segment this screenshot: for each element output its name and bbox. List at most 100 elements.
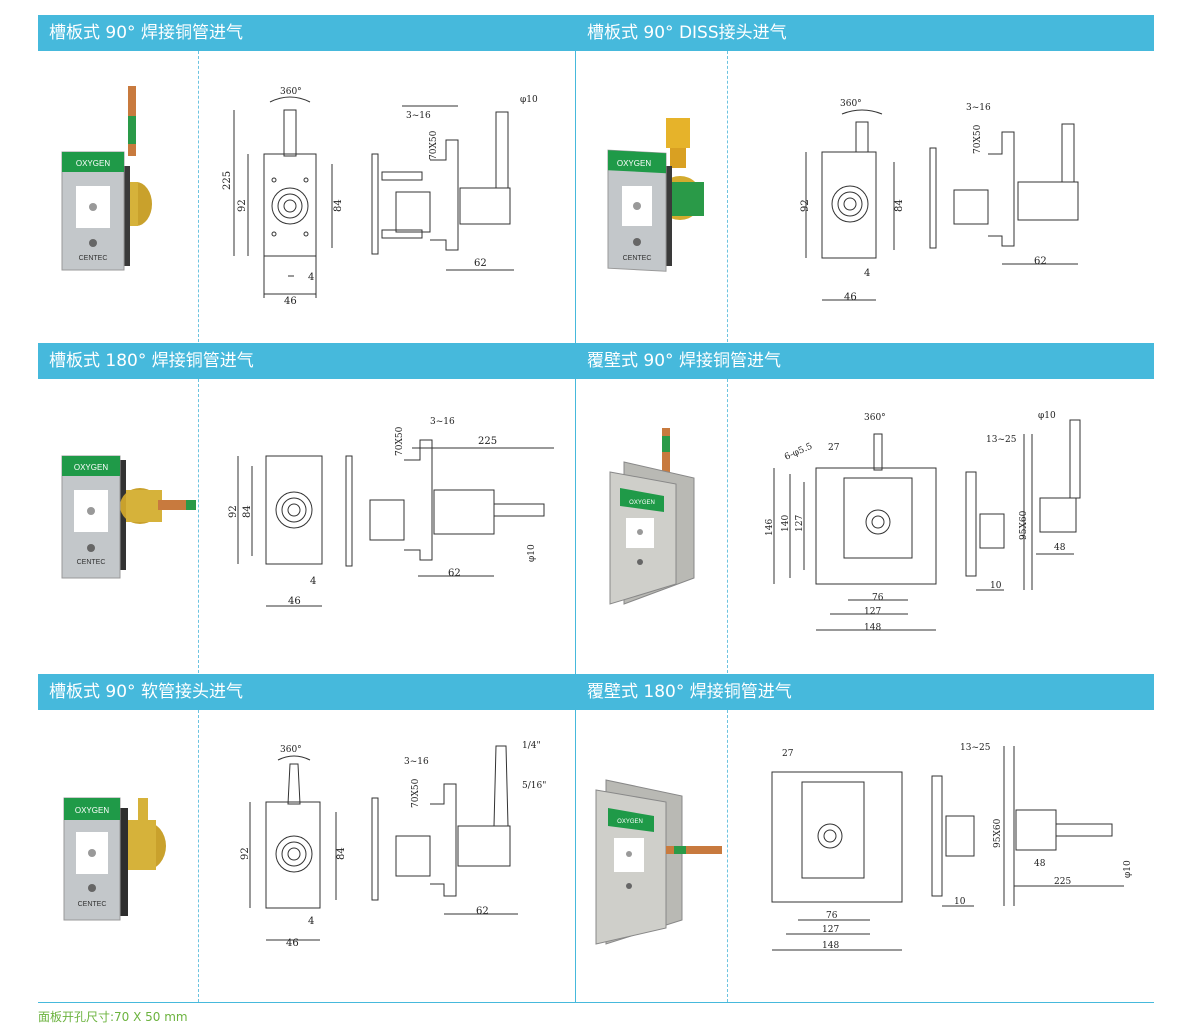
panel-cutout-note: 面板开孔尺寸:70 X 50 mm [38, 1010, 188, 1024]
photo-divider [727, 710, 728, 1002]
svg-text:6-φ5.5: 6-φ5.5 [783, 442, 814, 463]
side-view-drawing: 3~16 70X50 62 [929, 103, 1079, 267]
svg-text:10: 10 [990, 581, 1002, 591]
svg-text:140: 140 [781, 515, 791, 532]
svg-text:225: 225 [1054, 877, 1071, 887]
svg-text:62: 62 [474, 258, 487, 269]
svg-text:3~16: 3~16 [430, 417, 455, 427]
oxygen-label: OXYGEN [74, 463, 108, 472]
svg-text:360°: 360° [864, 413, 886, 423]
section-title: 槽板式 90° 软管接头进气 [38, 674, 576, 710]
svg-text:φ10: φ10 [1038, 411, 1056, 421]
side-view-drawing: 3~16 70X50 φ10 62 [371, 95, 538, 271]
oxygen-label: OXYGEN [617, 159, 651, 168]
svg-text:3~16: 3~16 [404, 757, 429, 767]
svg-text:27: 27 [828, 443, 840, 453]
svg-text:5/16": 5/16" [522, 781, 546, 791]
svg-text:146: 146 [765, 519, 775, 536]
svg-text:84: 84 [894, 199, 905, 212]
svg-text:13~25: 13~25 [986, 435, 1017, 445]
svg-text:46: 46 [844, 292, 857, 303]
side-view-drawing: 3~16 70X50 225 φ10 62 [345, 417, 554, 579]
svg-text:148: 148 [864, 623, 881, 633]
svg-text:92: 92 [228, 505, 239, 518]
oxygen-label: OXYGEN [76, 159, 110, 168]
svg-text:φ10: φ10 [527, 544, 537, 562]
svg-text:84: 84 [242, 505, 253, 518]
svg-text:46: 46 [284, 296, 297, 307]
svg-text:3~16: 3~16 [966, 103, 991, 113]
svg-text:4: 4 [308, 272, 314, 283]
svg-text:70X50: 70X50 [429, 130, 439, 160]
section-title: 槽板式 90° 焊接铜管进气 [38, 15, 576, 51]
bottom-rule [38, 1002, 1154, 1003]
section-title: 槽板式 180° 焊接铜管进气 [38, 343, 576, 379]
brand-label: CENTEC [79, 255, 108, 262]
svg-text:46: 46 [286, 938, 299, 949]
svg-text:360°: 360° [840, 99, 862, 109]
svg-text:62: 62 [1034, 256, 1047, 267]
svg-text:148: 148 [822, 941, 839, 951]
svg-text:φ10: φ10 [520, 95, 538, 105]
front-view-drawing: 360° 92 84 4 46 [800, 99, 905, 303]
svg-text:62: 62 [448, 568, 461, 579]
oxygen-label: OXYGEN [629, 500, 655, 506]
svg-text:1/4": 1/4" [522, 741, 541, 751]
svg-text:127: 127 [864, 607, 881, 617]
svg-text:76: 76 [872, 593, 884, 603]
svg-text:4: 4 [864, 268, 870, 279]
product-photo: OXYGEN [609, 428, 695, 605]
section-title: 槽板式 90° DISS接头进气 [576, 15, 1154, 51]
side-view-drawing: φ10 13~25 95X60 48 10 [965, 411, 1081, 591]
photo-divider [198, 710, 199, 1002]
product-photo: OXYGEN [595, 779, 722, 945]
svg-text:127: 127 [822, 925, 839, 935]
svg-text:70X50: 70X50 [411, 778, 421, 808]
svg-text:92: 92 [240, 847, 251, 860]
svg-text:95X60: 95X60 [993, 818, 1003, 848]
photo-divider [198, 379, 199, 673]
svg-text:92: 92 [237, 199, 248, 212]
oxygen-label: OXYGEN [617, 819, 643, 825]
side-view-drawing: 3~16 70X50 1/4" 5/16" 62 [371, 741, 546, 917]
front-view-drawing: 360° 27 6-φ5.5 146 140 127 76 127 148 [765, 413, 937, 633]
svg-text:70X50: 70X50 [973, 124, 983, 154]
svg-text:27: 27 [782, 749, 794, 759]
svg-text:92: 92 [800, 199, 811, 212]
section-title: 覆壁式 90° 焊接铜管进气 [576, 343, 1154, 379]
product-photo: OXYGEN CENTEC [63, 797, 166, 921]
svg-text:4: 4 [310, 576, 316, 587]
product-photo: OXYGEN CENTEC [61, 86, 152, 271]
svg-text:48: 48 [1054, 543, 1066, 553]
photo-divider [198, 51, 199, 342]
svg-text:127: 127 [795, 515, 805, 532]
product-photo: OXYGEN CENTEC [61, 455, 196, 579]
svg-text:84: 84 [336, 847, 347, 860]
svg-text:76: 76 [826, 911, 838, 921]
svg-text:360°: 360° [280, 87, 302, 97]
front-view-drawing: 27 76 127 148 [771, 749, 903, 951]
photo-divider [727, 51, 728, 342]
photo-divider [727, 379, 728, 673]
column-divider [575, 15, 576, 1002]
front-view-drawing: 92 84 4 46 [228, 455, 323, 607]
svg-text:10: 10 [954, 897, 966, 907]
svg-text:46: 46 [288, 596, 301, 607]
brand-label: CENTEC [77, 559, 106, 566]
product-photo: OXYGEN CENTEC [607, 118, 704, 272]
svg-text:84: 84 [333, 199, 344, 212]
svg-text:13~25: 13~25 [960, 743, 991, 753]
svg-text:48: 48 [1034, 859, 1046, 869]
brand-label: CENTEC [623, 255, 652, 262]
svg-text:φ10: φ10 [1123, 860, 1133, 878]
svg-text:70X50: 70X50 [395, 426, 405, 456]
svg-text:360°: 360° [280, 745, 302, 755]
svg-text:95X60: 95X60 [1019, 510, 1029, 540]
brand-label: CENTEC [78, 901, 107, 908]
svg-text:225: 225 [478, 436, 497, 447]
front-view-drawing: 360° 225 92 84 4 46 [222, 87, 344, 307]
side-view-drawing: 13~25 95X60 48 225 φ10 10 [931, 743, 1133, 907]
svg-text:225: 225 [222, 171, 233, 190]
section-title: 覆壁式 180° 焊接铜管进气 [576, 674, 1154, 710]
svg-text:62: 62 [476, 906, 489, 917]
